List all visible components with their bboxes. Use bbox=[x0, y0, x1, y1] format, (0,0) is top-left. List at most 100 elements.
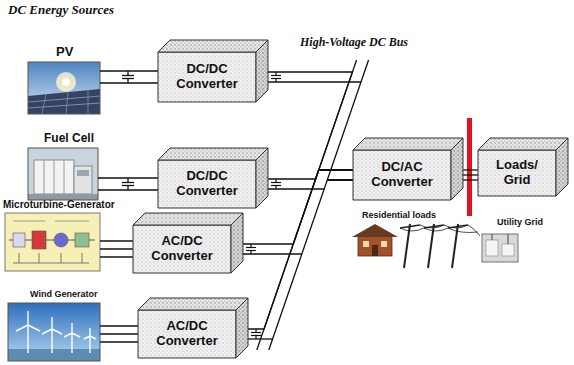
microturbine-schematic bbox=[54, 233, 68, 247]
part-label: Residential loads bbox=[362, 211, 436, 221]
microturbine-schematic bbox=[13, 221, 45, 222]
capacitor-symbol bbox=[271, 75, 281, 76]
capacitor-symbol bbox=[275, 79, 276, 83]
cube-front bbox=[138, 310, 236, 358]
wind-farm-photo bbox=[72, 333, 80, 337]
utility-grid-photo bbox=[482, 234, 518, 262]
house-icon bbox=[363, 241, 369, 247]
bus-wire bbox=[268, 81, 361, 82]
wind-farm-photo bbox=[27, 311, 28, 325]
cube-side bbox=[236, 298, 248, 358]
capacitor-symbol bbox=[251, 332, 261, 333]
wind-farm-photo bbox=[16, 311, 96, 353]
converter-label: DC/DC Converter bbox=[164, 169, 250, 199]
wind-farm-photo bbox=[71, 333, 72, 353]
cube-front bbox=[158, 160, 256, 208]
wind-farm-photo bbox=[51, 329, 52, 353]
cube-top bbox=[133, 213, 243, 225]
house-icon bbox=[358, 236, 392, 256]
cube-side bbox=[231, 213, 243, 273]
source-wires bbox=[127, 178, 128, 183]
text-area: AC/DC Converter bbox=[138, 310, 236, 358]
source-wires bbox=[122, 182, 134, 183]
wind-farm-photo bbox=[42, 329, 52, 334]
utility-grid-photo bbox=[502, 244, 514, 256]
microturbine-schematic bbox=[13, 263, 89, 264]
cube-top bbox=[158, 148, 268, 160]
microturbine-schematic bbox=[32, 231, 46, 249]
wind-farm-photo bbox=[64, 333, 72, 337]
wind-farm-photo bbox=[51, 317, 52, 329]
text-area: Loads/ Grid bbox=[478, 150, 556, 196]
converter-box: AC/DC Converter bbox=[133, 213, 243, 273]
dc-bus-line bbox=[269, 60, 369, 350]
converter-box: AC/DC Converter bbox=[138, 298, 248, 358]
text-area: DC/AC Converter bbox=[353, 150, 451, 200]
source-wires bbox=[122, 75, 134, 76]
microturbine-schematic bbox=[5, 213, 100, 271]
cube-side bbox=[256, 148, 268, 208]
source-wires bbox=[100, 341, 138, 342]
text-area: DC/DC Converter bbox=[158, 160, 256, 208]
house-icon bbox=[352, 224, 398, 256]
part-label: Wind Generator bbox=[30, 290, 97, 300]
microturbine-schematic bbox=[55, 221, 89, 222]
cube-top bbox=[478, 138, 568, 150]
source-wires bbox=[100, 240, 133, 241]
converter-label: AC/DC Converter bbox=[139, 234, 225, 264]
fuel-cell-photo bbox=[64, 160, 65, 194]
fuel-cell-photo bbox=[77, 170, 89, 176]
pv-photo bbox=[28, 62, 100, 114]
capacitor-symbol bbox=[255, 336, 256, 340]
pv-photo bbox=[62, 78, 70, 86]
cube-side bbox=[256, 40, 268, 102]
part-label: PV bbox=[56, 45, 73, 59]
source-wires bbox=[100, 333, 138, 334]
fuel-cell-photo bbox=[54, 160, 55, 194]
cube-front bbox=[133, 225, 231, 273]
wind-farm-photo bbox=[8, 303, 100, 361]
pv-photo bbox=[88, 90, 89, 114]
cube-side bbox=[451, 138, 463, 200]
load-box: Loads/ Grid bbox=[478, 138, 568, 196]
pv-photo bbox=[28, 96, 100, 102]
wind-farm-photo bbox=[84, 336, 90, 339]
utility-grid-photo bbox=[486, 240, 498, 256]
utility-grid-photo bbox=[492, 234, 493, 240]
pv-photo bbox=[66, 92, 68, 114]
microturbine-schematic bbox=[39, 253, 40, 263]
bus-wire bbox=[248, 338, 273, 339]
utility-grid-photo bbox=[508, 234, 509, 244]
microturbine-schematic bbox=[13, 233, 25, 247]
converter-label: DC/DC Converter bbox=[164, 62, 250, 92]
source-wires bbox=[100, 325, 138, 326]
text-area: AC/DC Converter bbox=[133, 225, 231, 273]
source-wires bbox=[127, 71, 128, 76]
cube-front bbox=[353, 150, 451, 200]
microturbine-schematic bbox=[61, 253, 62, 263]
power-poles bbox=[400, 224, 480, 268]
wind-farm-photo bbox=[8, 303, 100, 361]
fuel-cell-photo bbox=[44, 160, 45, 194]
cube-top bbox=[158, 40, 268, 52]
part-label: Utility Grid bbox=[497, 218, 543, 228]
part-label: High-Voltage DC Bus bbox=[300, 36, 408, 49]
converter-box: DC/DC Converter bbox=[158, 40, 268, 102]
capacitor-symbol bbox=[275, 186, 276, 190]
source-wires bbox=[100, 70, 158, 71]
house-icon bbox=[352, 224, 398, 237]
wind-farm-photo bbox=[90, 336, 96, 339]
bus-wire bbox=[327, 179, 353, 180]
text-area: DC/DC Converter bbox=[158, 52, 256, 102]
converter-box: DC/DC Converter bbox=[158, 148, 268, 208]
bus-wire bbox=[327, 179, 353, 180]
converter-box: DC/AC Converter bbox=[353, 138, 463, 200]
bus-wire bbox=[243, 253, 302, 254]
utility-grid-photo bbox=[482, 234, 518, 262]
microturbine-schematic bbox=[75, 233, 89, 247]
fuel-cell-photo bbox=[28, 148, 98, 200]
power-poles bbox=[400, 225, 420, 228]
capacitor-symbol bbox=[271, 182, 281, 183]
converter-label: AC/DC Converter bbox=[144, 319, 230, 349]
